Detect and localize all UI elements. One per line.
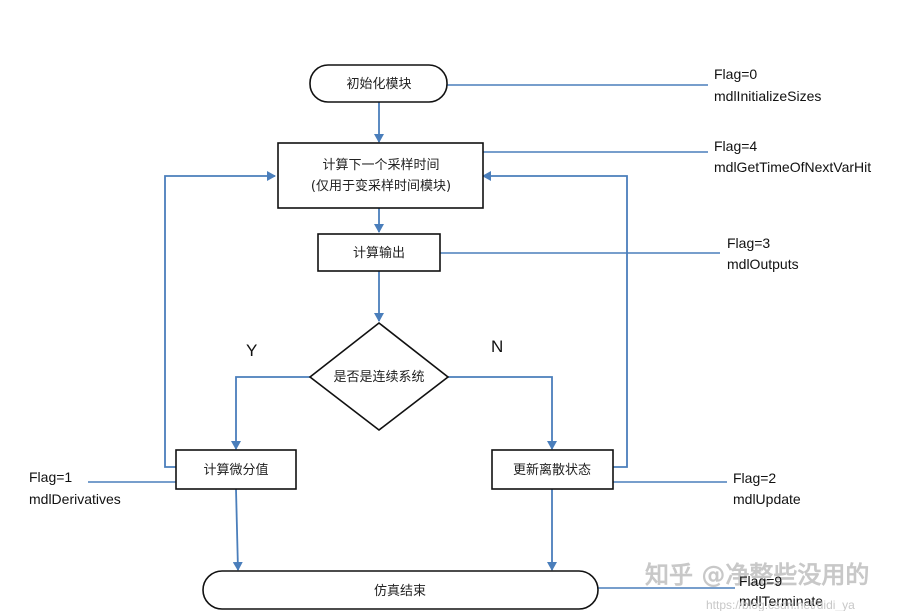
watermark-brand: 知乎 @净整些没用的 — [645, 561, 869, 589]
flag0-value: Flag=0 — [714, 66, 757, 82]
node-outputs — [317, 233, 441, 272]
arrow-decision-yes — [231, 376, 310, 450]
node-next-time — [277, 142, 484, 209]
flag2-method: mdlUpdate — [733, 491, 801, 507]
flag0-method: mdlInitializeSizes — [714, 88, 821, 104]
node-update — [491, 449, 614, 490]
arrow-derivatives-to-end — [232, 488, 243, 571]
flag-connectors — [88, 84, 735, 589]
flag1-method: mdlDerivatives — [29, 491, 121, 507]
node-next-time-label-2: (仅用于变采样时间模块) — [311, 178, 451, 194]
flag3-value: Flag=3 — [727, 235, 770, 251]
flow-arrows — [164, 102, 628, 571]
node-next-time-label-1: 计算下一个采样时间 — [322, 158, 439, 173]
arrow-decision-no — [448, 376, 557, 450]
branch-yes-label: Y — [246, 341, 257, 360]
node-init-label: 初始化模块 — [346, 77, 411, 92]
flag9-method: mdlTerminate — [739, 593, 823, 609]
node-derivatives-label: 计算微分值 — [203, 462, 268, 478]
arrow-update-loop — [482, 171, 628, 468]
flag9-value: Flag=9 — [739, 573, 782, 589]
flag4-value: Flag=4 — [714, 138, 757, 154]
flag2-value: Flag=2 — [733, 470, 776, 486]
flag3-method: mdlOutputs — [727, 256, 799, 272]
node-update-label: 更新离散状态 — [513, 462, 591, 478]
watermark-url: https://blog.csdn.net/didi_ya — [706, 598, 855, 611]
arrow-derivatives-loop — [164, 171, 276, 468]
branch-no-label: N — [491, 337, 503, 356]
node-outputs-label: 计算输出 — [353, 245, 405, 261]
flag4-method: mdlGetTimeOfNextVarHit — [714, 159, 871, 175]
flag1-value: Flag=1 — [29, 469, 72, 485]
node-init — [309, 64, 448, 103]
node-terminate-label: 仿真结束 — [374, 584, 426, 599]
node-derivatives — [175, 449, 297, 490]
node-decision — [308, 321, 450, 432]
node-terminate — [202, 570, 599, 610]
node-decision-label: 是否是连续系统 — [333, 369, 424, 385]
